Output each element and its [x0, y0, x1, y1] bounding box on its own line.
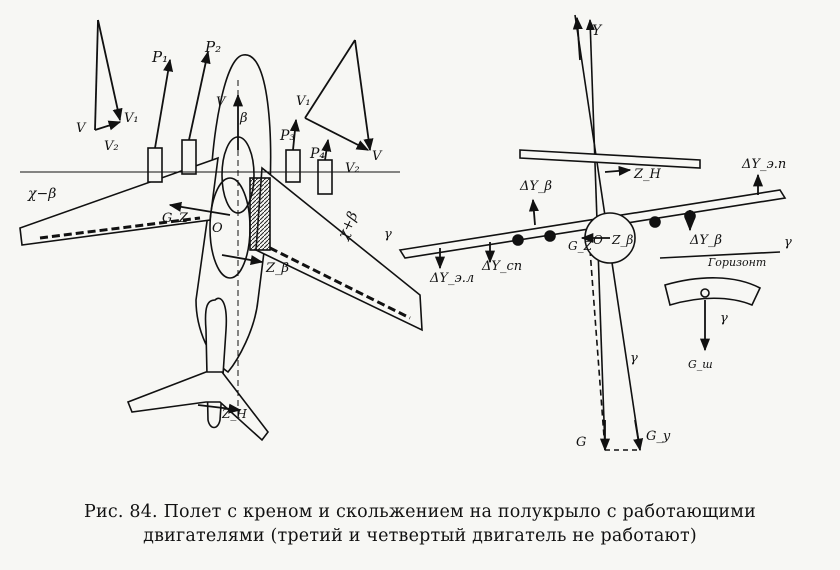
caption-line-1: Рис. 84. Полет с креном и скольжением на…	[84, 502, 756, 522]
p2-arrow	[188, 50, 211, 141]
horizontal-tail	[126, 371, 270, 442]
label-z-beta-front: Z_β	[611, 233, 633, 247]
label-p2: P₂	[204, 38, 221, 56]
zbeta-arrow	[221, 254, 264, 266]
horizon-line	[659, 251, 781, 259]
label-z-h: Z_H	[221, 407, 247, 421]
label-chi-minus-beta: χ−β	[27, 186, 56, 202]
label-gz: G_Z	[162, 211, 189, 226]
dy-beta-arrow	[528, 198, 539, 226]
label-dy-beta-right: ΔY_β	[689, 233, 722, 248]
label-v2-right: V₂	[345, 161, 360, 176]
label-beta-top: β	[239, 111, 248, 126]
label-dy-ep: ΔY_э.п	[741, 157, 786, 172]
label-gamma-side: γ	[784, 235, 792, 250]
label-p3: P₃	[279, 128, 295, 144]
fuselage-outline	[195, 54, 272, 374]
figure-caption: Рис. 84. Полет с креном и скольжением на…	[20, 500, 820, 548]
label-v1-left: V₁	[124, 111, 139, 126]
label-gy: G_y	[646, 429, 671, 444]
front-view-aircraft	[398, 14, 787, 451]
label-z-h-front: Z_H	[633, 167, 662, 182]
label-gz-front: G_Z	[568, 239, 593, 253]
engine-4	[317, 159, 333, 195]
label-dy-sp: ΔY_сп	[481, 259, 522, 274]
label-g: G	[576, 435, 586, 450]
label-p1: P₁	[151, 48, 168, 66]
label-horizon: Горизонт	[707, 256, 766, 269]
label-p4: P₄	[309, 146, 325, 162]
p4-arrow	[321, 138, 332, 161]
right-wing-outline	[255, 166, 423, 332]
label-v-left: V	[76, 121, 87, 136]
label-v-right: V	[372, 149, 383, 164]
front-engine-2	[544, 230, 556, 242]
left-wing-outline	[19, 156, 219, 246]
label-v1-right: V₁	[296, 94, 311, 109]
y-arrow	[572, 16, 583, 61]
engine-3	[285, 149, 301, 183]
front-engine-1	[512, 234, 524, 246]
front-view-arrows	[434, 16, 764, 452]
label-gamma-left: γ	[384, 227, 392, 242]
front-engine-3	[649, 216, 661, 228]
center-ring	[209, 177, 251, 279]
label-y: Y	[592, 23, 603, 39]
zh-arrow-tail	[197, 403, 242, 414]
g-dashed	[589, 249, 606, 451]
label-o-front: O	[593, 233, 603, 247]
right-flaps	[269, 246, 411, 320]
label-v2-left: V₂	[104, 139, 119, 154]
engine-2	[181, 139, 197, 175]
front-tailplane	[519, 149, 701, 169]
gz-arrow	[168, 201, 231, 216]
top-view-labels: P₁ P₂ P₃ P₄ V V₁ V₂ V β V₁ V V₂ χ−β χ+β …	[27, 38, 383, 421]
thrust-vectors	[154, 50, 332, 414]
label-chi-plus-beta: χ+β	[335, 209, 362, 242]
label-v-center: V	[216, 95, 227, 110]
velocity-triangle-right	[304, 39, 374, 152]
engine-1	[147, 147, 163, 183]
label-g-sh: G_ш	[688, 358, 713, 371]
left-flaps	[39, 216, 201, 240]
inset-fuselage	[664, 277, 762, 307]
zh-arrow-front	[604, 165, 632, 176]
label-o: O	[212, 221, 223, 236]
label-gamma-low: γ	[720, 311, 728, 326]
label-dy-beta: ΔY_β	[519, 179, 552, 194]
p1-arrow	[154, 58, 174, 149]
velocity-triangle-left	[94, 19, 123, 131]
caption-line-2: двигателями (третий и четвертый двигател…	[143, 526, 697, 546]
label-dy-el: ΔY_э.л	[429, 271, 474, 286]
gy-arrow	[633, 419, 644, 452]
label-z-beta: Z_β	[265, 261, 289, 276]
p3-arrow	[289, 118, 300, 151]
inset-center	[700, 288, 710, 298]
front-view-labels: Y Z_H ΔY_β ΔY_э.л ΔY_сп ΔY_э.п ΔY_β G_Z …	[384, 23, 792, 450]
label-gamma-mid: γ	[630, 351, 638, 366]
top-view-aircraft	[19, 54, 423, 442]
